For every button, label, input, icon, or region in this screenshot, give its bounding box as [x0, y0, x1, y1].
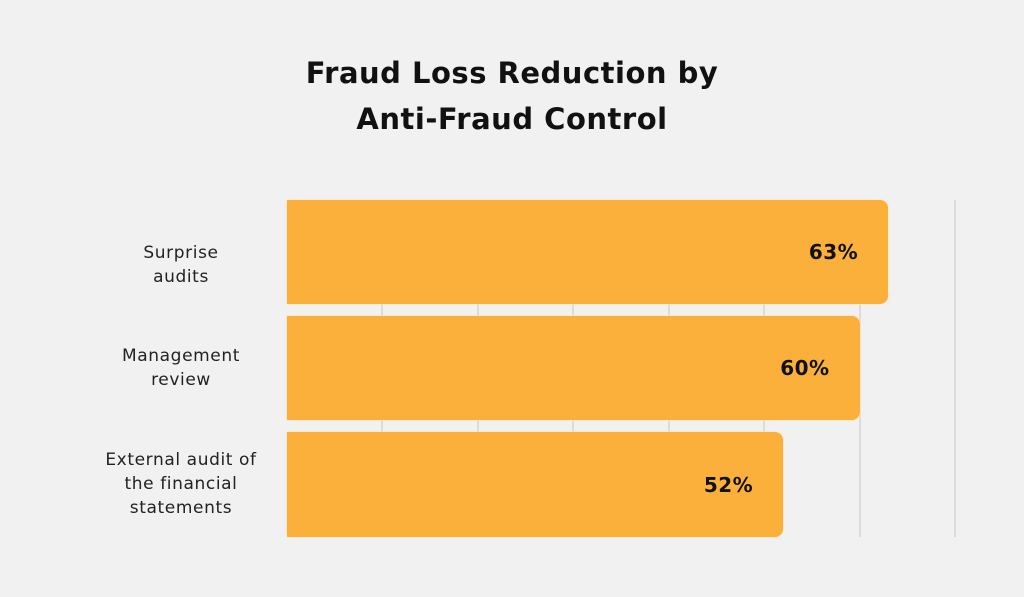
bar-value-label: 63% — [808, 240, 859, 264]
chart-title-line-1: Fraud Loss Reduction by — [305, 56, 719, 90]
category-label-external-audit: External audit of the financial statemen… — [86, 448, 276, 520]
plot-area: 63% 60% 52% — [287, 200, 956, 537]
category-label-line: statements — [129, 498, 233, 518]
category-label-line: External audit of — [105, 450, 257, 470]
category-label-line: audits — [153, 267, 209, 287]
gridline — [859, 200, 861, 537]
chart-title-line-2: Anti-Fraud Control — [356, 102, 668, 136]
bar-external-audit: 52% — [287, 432, 784, 537]
chart-title: Fraud Loss Reduction by Anti-Fraud Contr… — [0, 50, 1024, 142]
category-label-line: Management — [122, 346, 240, 366]
category-label-management-review: Management review — [86, 344, 276, 392]
bar-value-label: 52% — [703, 472, 754, 497]
category-label-surprise-audits: Surprise audits — [86, 241, 276, 289]
bar-surprise-audits: 63% — [287, 200, 889, 304]
category-label-line: Surprise — [143, 243, 219, 263]
bar-value-label: 60% — [780, 356, 830, 380]
bar-management-review: 60% — [287, 316, 860, 420]
gridline — [954, 200, 956, 537]
category-label-line: review — [151, 370, 211, 390]
category-label-line: the financial — [124, 474, 238, 494]
